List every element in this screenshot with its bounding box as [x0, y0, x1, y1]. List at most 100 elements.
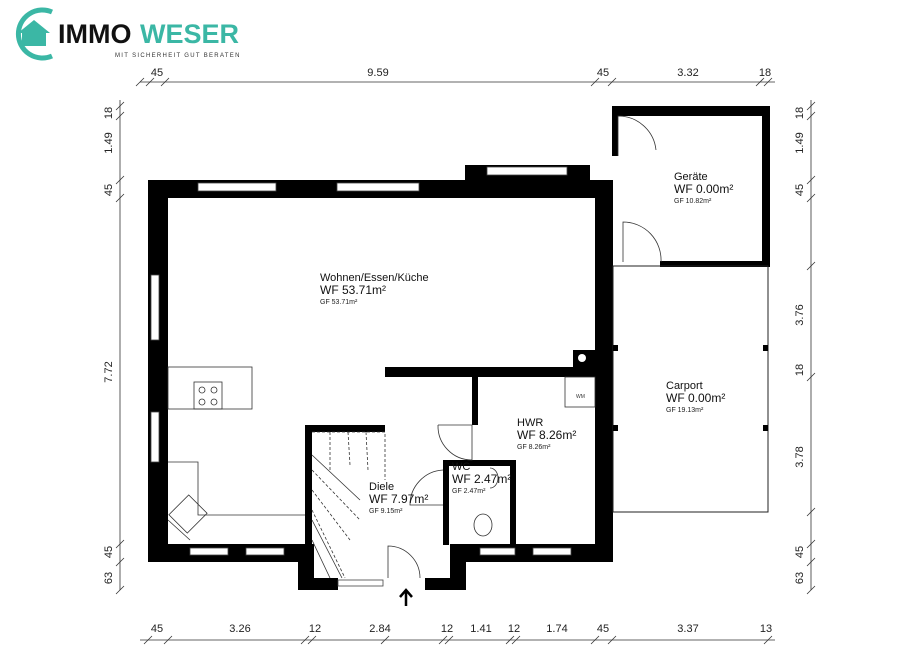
dimension-bottom: 1.41: [470, 623, 491, 635]
dimension-lines: [119, 81, 812, 641]
dimension-tick: [115, 175, 125, 185]
dimension-tick: [135, 77, 145, 87]
dimension-right: 1.49: [794, 132, 806, 153]
dimension-tick: [511, 635, 521, 645]
dimension-tick: [115, 101, 125, 111]
room-floor-area: GF 8.26m²: [517, 444, 551, 451]
dimension-tick: [806, 193, 816, 203]
sink-icon: [168, 494, 208, 534]
room-living-area: WF 2.47m²: [452, 472, 511, 486]
dimension-bottom: 45: [597, 623, 609, 635]
dimension-tick: [438, 635, 448, 645]
toilet-icon: [473, 513, 493, 537]
logo-brand-dark: IMMO: [58, 19, 132, 49]
dimension-tick: [806, 175, 816, 185]
house-icon: [18, 20, 50, 46]
room-name: WC: [452, 461, 470, 473]
logo-ring-icon: [15, 7, 53, 61]
dimension-tick: [163, 635, 173, 645]
room-living-area: WF 0.00m²: [666, 391, 725, 405]
room-living-area: WF 7.97m²: [369, 492, 428, 506]
dimension-tick: [763, 635, 773, 645]
dimension-right: 18: [794, 364, 806, 376]
dimension-tick: [607, 77, 617, 87]
dimension-tick: [160, 77, 170, 87]
dimension-tick: [806, 261, 816, 271]
dimension-tick: [115, 111, 125, 121]
room-name: Diele: [369, 481, 394, 493]
dimension-top: 9.59: [367, 67, 388, 79]
wc-basin-icon: [489, 467, 499, 489]
dimension-left: 45: [103, 546, 115, 558]
room-floor-area: GF 10.82m²: [674, 198, 712, 205]
dimension-right: 45: [794, 184, 806, 196]
dimension-bottom: 3.37: [677, 623, 698, 635]
dimension-top: 45: [151, 67, 163, 79]
dimension-bottom: 3.26: [229, 623, 250, 635]
door-carport: [622, 221, 662, 263]
dimension-tick: [806, 557, 816, 567]
dimension-tick: [806, 111, 816, 121]
dimension-left: 1.49: [103, 132, 115, 153]
dimension-left: 18: [103, 107, 115, 119]
dimension-bottom: 12: [309, 623, 321, 635]
room-name: Carport: [666, 380, 703, 392]
fixtures: [167, 115, 662, 579]
dimension-right: 3.76: [794, 304, 806, 325]
dimension-tick: [806, 372, 816, 382]
door-hwr: [437, 424, 473, 461]
dimension-tick: [505, 635, 515, 645]
dimension-tick: [380, 635, 390, 645]
dimension-left: 7.72: [103, 361, 115, 382]
logo-brand-light: WESER: [140, 19, 239, 49]
dimension-tick: [143, 635, 153, 645]
dimension-top: 18: [759, 67, 771, 79]
staircase: [311, 431, 386, 579]
dimension-bottom: 45: [151, 623, 163, 635]
washing-machine: [564, 376, 596, 408]
dimension-tick: [307, 635, 317, 645]
room-floor-area: GF 9.15m²: [369, 508, 403, 515]
stair-treads: [311, 454, 361, 579]
dimension-bottom: 13: [760, 623, 772, 635]
dimension-tick: [590, 77, 600, 87]
room-floor-area: GF 2.47m²: [452, 488, 486, 495]
room-name: Geräte: [674, 171, 708, 183]
dimension-bottom: 12: [508, 623, 520, 635]
dimension-tick: [115, 539, 125, 549]
dimension-left: 63: [103, 572, 115, 584]
dimension-tick: [300, 635, 310, 645]
entrance-arrow-icon: [399, 588, 413, 606]
door-geraete: [617, 115, 657, 156]
dimension-tick: [115, 193, 125, 203]
dimension-tick: [145, 77, 155, 87]
dimension-right: 45: [794, 546, 806, 558]
dimension-right: 3.78: [794, 446, 806, 467]
room-floor-area: GF 53.71m²: [320, 299, 358, 306]
logo: IMMO WESER MIT SICHERHEIT GUT BERATEN: [15, 7, 241, 61]
dimension-tick: [607, 635, 617, 645]
room-living-area: WF 53.71m²: [320, 283, 386, 297]
dimension-bottom: 2.84: [369, 623, 390, 635]
dimension-tick: [806, 507, 816, 517]
stove-icon: [193, 381, 223, 410]
room-floor-area: GF 19.13m²: [666, 407, 704, 414]
walls: [148, 106, 770, 590]
room-living-area: WF 0.00m²: [674, 182, 733, 196]
dimension-right: 18: [794, 107, 806, 119]
dimension-tick: [806, 585, 816, 595]
kitchen-counter: [167, 366, 253, 410]
dimension-top: 3.32: [677, 67, 698, 79]
dimension-top: 45: [597, 67, 609, 79]
dimension-left: 45: [103, 184, 115, 196]
dimension-bottom: 12: [441, 623, 453, 635]
door-wc: [409, 469, 444, 506]
wm-label: WM: [576, 394, 585, 400]
logo-tagline: MIT SICHERHEIT GUT BERATEN: [115, 53, 241, 59]
kitchen-corner: [167, 461, 305, 541]
dimension-tick: [806, 101, 816, 111]
dimension-tick: [755, 77, 765, 87]
